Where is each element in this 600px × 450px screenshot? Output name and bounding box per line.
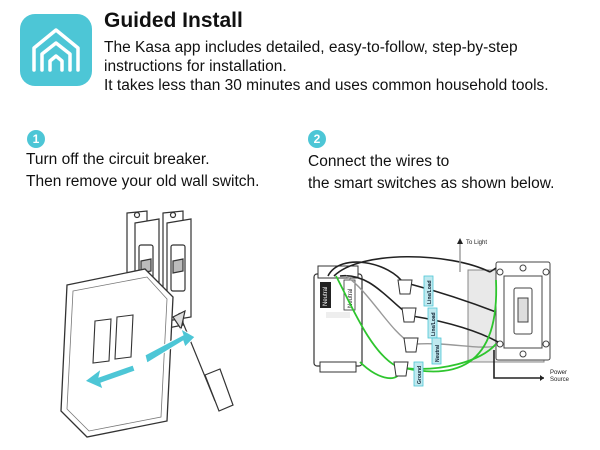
step-2-text: Connect the wires to the smart switches … xyxy=(308,151,554,195)
to-light-label: To Light xyxy=(466,240,487,246)
remove-switch-illustration xyxy=(60,210,234,438)
description-line: It takes less than 30 minutes and uses c… xyxy=(104,77,549,94)
guide-title: Guided Install xyxy=(104,9,243,32)
power-source-label-1: Power xyxy=(550,370,567,376)
guide-description: The Kasa app includes detailed, easy-to-… xyxy=(104,38,584,95)
tag-ground: Ground xyxy=(417,366,423,384)
power-source-label-2: Source xyxy=(550,377,570,383)
description-line: instructions for installation. xyxy=(104,58,287,75)
device-label-2: Neutral xyxy=(348,289,354,308)
step-1-text: Turn off the circuit breaker. Then remov… xyxy=(26,149,259,193)
tag-line-load-1: Line/Load xyxy=(427,280,433,304)
step-1-badge: 1 xyxy=(27,130,45,148)
kasa-home-icon xyxy=(32,28,80,72)
description-line: The Kasa app includes detailed, easy-to-… xyxy=(104,39,518,56)
step-1-line: Turn off the circuit breaker. xyxy=(26,151,210,168)
step-2-line: the smart switches as shown below. xyxy=(308,175,555,192)
kasa-app-icon xyxy=(20,14,92,86)
device-label-1: Neutral xyxy=(323,287,329,306)
tag-line-load-2: Line/Load xyxy=(431,312,437,336)
wiring-diagram: Neutral Neutral Line/Load Line/Load xyxy=(313,238,570,387)
step-2-line: Connect the wires to xyxy=(308,153,450,170)
step-2-badge: 2 xyxy=(308,130,326,148)
step-1-line: Then remove your old wall switch. xyxy=(26,173,260,190)
tag-neutral: Neutral xyxy=(435,344,441,362)
